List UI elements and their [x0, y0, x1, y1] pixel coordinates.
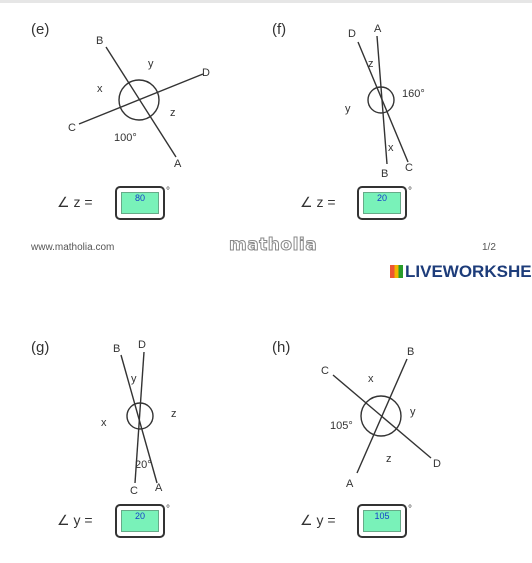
g-point-b: B	[113, 343, 120, 355]
h-degree-symbol: °	[408, 504, 412, 515]
g-angle-x: x	[101, 417, 107, 429]
f-point-c: C	[405, 162, 413, 174]
h-answer-box: 105	[357, 504, 407, 538]
e-point-d: D	[202, 67, 210, 79]
e-angle-y: y	[148, 58, 154, 70]
h-given-angle: 105°	[330, 420, 353, 432]
g-point-d: D	[138, 339, 146, 351]
figure-g	[120, 351, 158, 484]
footer-website: www.matholia.com	[31, 242, 115, 253]
h-answer-input[interactable]: 105	[363, 510, 401, 532]
figure-h	[332, 358, 432, 474]
e-answer-box: 80	[115, 186, 165, 220]
e-answer-input[interactable]: 80	[121, 192, 159, 214]
liveworksheets-watermark: LIVEWORKSHE	[390, 262, 532, 282]
h-angle-y: y	[410, 406, 416, 418]
g-angle-y: y	[131, 373, 137, 385]
g-answer-input[interactable]: 20	[121, 510, 159, 532]
f-point-b: B	[381, 168, 388, 180]
g-answer-box: 20	[115, 504, 165, 538]
panel-g-label: (g)	[31, 339, 50, 356]
h-point-c: C	[321, 365, 329, 377]
matholia-logo: matholia	[228, 235, 318, 256]
e-degree-symbol: °	[166, 186, 170, 197]
f-angle-x: x	[388, 142, 394, 154]
g-angle-z: z	[171, 408, 177, 420]
watermark-text: LIVEWORKSHE	[405, 262, 532, 281]
figure-e	[78, 46, 204, 158]
panel-h-label: (h)	[272, 339, 291, 356]
top-border	[0, 0, 532, 3]
e-answer-prefix: ∠ z =	[57, 194, 93, 210]
g-point-c: C	[130, 485, 138, 497]
liveworksheets-logo-icon	[390, 265, 403, 278]
g-point-a: A	[155, 482, 163, 494]
h-point-b: B	[407, 346, 414, 358]
f-degree-symbol: °	[408, 186, 412, 197]
f-given-angle: 160°	[402, 88, 425, 100]
h-point-a: A	[346, 478, 354, 490]
h-answer-prefix: ∠ y =	[300, 512, 336, 528]
page-number: 1/2	[482, 242, 496, 253]
h-angle-z: z	[386, 453, 392, 465]
g-degree-symbol: °	[166, 504, 170, 515]
e-angle-z: z	[170, 107, 176, 119]
h-angle-x: x	[368, 373, 374, 385]
e-given-angle: 100°	[114, 132, 137, 144]
f-answer-prefix: ∠ z =	[300, 194, 336, 210]
f-point-a: A	[374, 23, 382, 35]
g-given-angle: 20°	[135, 459, 152, 471]
e-point-a: A	[174, 158, 182, 170]
f-answer-input[interactable]: 20	[363, 192, 401, 214]
e-point-b: B	[96, 35, 103, 47]
panel-e-label: (e)	[31, 21, 50, 38]
panel-f-label: (f)	[272, 21, 287, 38]
h-point-d: D	[433, 458, 441, 470]
g-answer-prefix: ∠ y =	[57, 512, 93, 528]
f-point-d: D	[348, 28, 356, 40]
f-angle-z: z	[368, 58, 374, 70]
e-point-c: C	[68, 122, 76, 134]
figure-f	[357, 35, 409, 165]
f-answer-box: 20	[357, 186, 407, 220]
f-angle-y: y	[345, 103, 351, 115]
e-angle-x: x	[97, 83, 103, 95]
